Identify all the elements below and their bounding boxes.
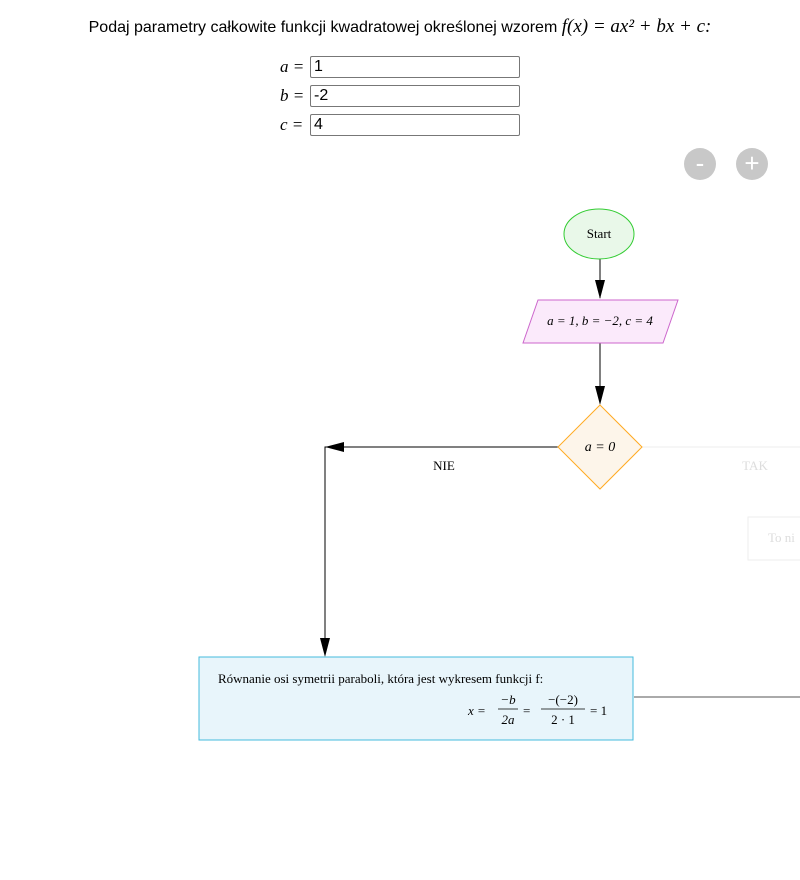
yes-branch-box <box>747 516 800 561</box>
fraction1-denominator: 2a <box>502 712 516 727</box>
param-b-input[interactable] <box>310 85 520 107</box>
no-label: NIE <box>433 458 455 473</box>
result-node <box>198 656 634 741</box>
param-c-row: c = <box>280 113 520 137</box>
param-a-label: a = <box>280 57 305 76</box>
param-a-row: a = <box>280 55 520 79</box>
formula-result: = 1 <box>590 703 607 718</box>
param-b-label: b = <box>280 86 305 105</box>
task-prompt: Podaj parametry całkowite funkcji kwadra… <box>0 16 800 38</box>
fraction2-numerator: −(−2) <box>548 692 578 707</box>
result-formula: x = −b 2a = −(−2) 2 · 1 = 1 <box>467 692 607 727</box>
param-b-row: b = <box>280 84 520 108</box>
formula-equals: = <box>523 703 530 718</box>
prompt-formula: f(x) = ax² + bx + c: <box>561 16 712 37</box>
decision-label: a = 0 <box>585 440 615 455</box>
arrowhead <box>595 280 605 299</box>
arrow-no-branch <box>324 446 558 655</box>
fraction1-numerator: −b <box>500 692 516 707</box>
arrowhead <box>325 442 344 452</box>
arrowhead <box>595 386 605 405</box>
start-label: Start <box>587 226 612 241</box>
yes-label: TAK <box>742 458 768 473</box>
decision-node <box>557 404 643 490</box>
yes-box-label: To ni <box>768 530 795 545</box>
param-c-label: c = <box>280 115 304 134</box>
prompt-text: Podaj parametry całkowite funkcji kwadra… <box>88 19 558 36</box>
param-a-input[interactable] <box>310 56 520 78</box>
input-node <box>522 299 679 344</box>
start-node <box>563 208 635 260</box>
param-c-input[interactable] <box>310 114 520 136</box>
zoom-in-button[interactable]: + <box>736 148 768 180</box>
result-title: Równanie osi symetrii paraboli, która je… <box>218 671 543 686</box>
input-label: a = 1, b = −2, c = 4 <box>547 313 653 328</box>
fraction2-denominator: 2 · 1 <box>551 712 575 727</box>
zoom-out-button[interactable]: - <box>684 148 716 180</box>
arrowhead <box>320 638 330 657</box>
formula-x: x = <box>467 703 486 718</box>
